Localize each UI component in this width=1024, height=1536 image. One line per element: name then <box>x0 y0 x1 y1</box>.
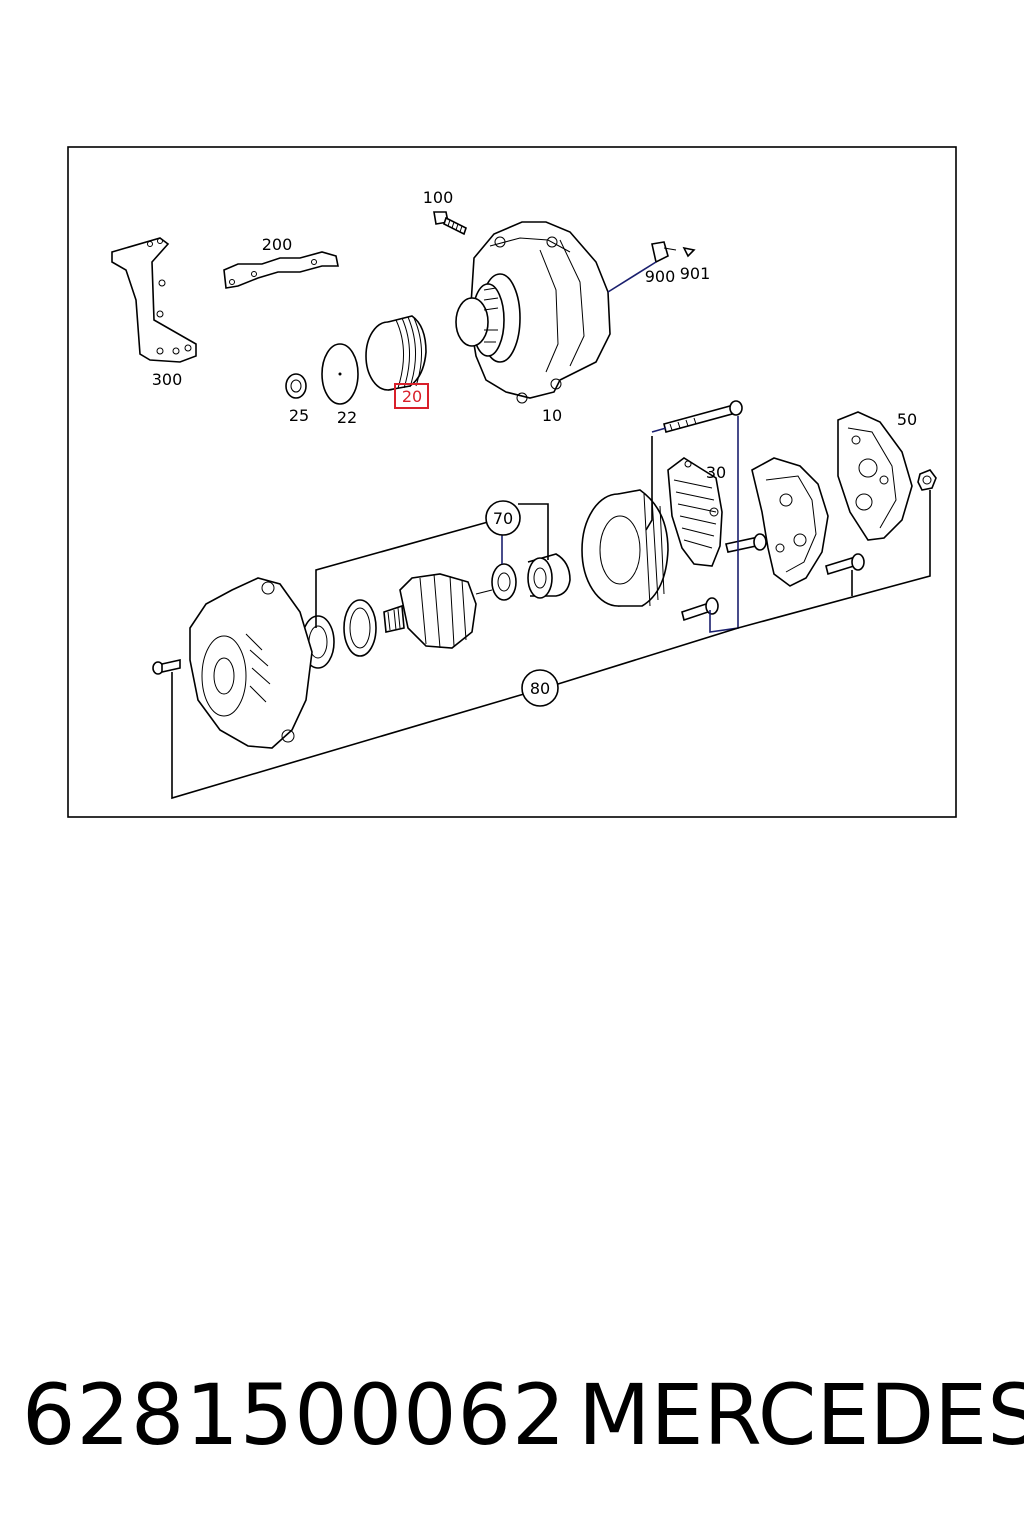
through-bolt[interactable] <box>663 400 743 433</box>
callout-22: 22 <box>337 408 357 427</box>
part-200-strap[interactable] <box>223 251 339 289</box>
part-900-connector[interactable] <box>651 241 677 264</box>
stator-screw[interactable] <box>681 597 719 622</box>
gasket-ring[interactable] <box>343 599 377 657</box>
callout-80: 80 <box>530 679 550 698</box>
callout-200: 200 <box>262 235 293 254</box>
part-number: 6281500062 <box>22 1366 567 1464</box>
part-10-alternator[interactable] <box>455 221 611 404</box>
callout-70-circle <box>485 500 521 536</box>
small-bearing[interactable] <box>491 563 517 601</box>
callout-100: 100 <box>423 188 454 207</box>
callout-25: 25 <box>289 406 309 425</box>
footer: 6281500062 MERCEDES <box>0 1360 1024 1470</box>
callout-300: 300 <box>152 370 183 389</box>
brand-name: MERCEDES <box>578 1366 1024 1464</box>
part-20-pulley[interactable] <box>365 315 427 391</box>
stator[interactable] <box>581 489 669 607</box>
part-50-rear-cover[interactable] <box>837 411 913 541</box>
callout-70: 70 <box>493 509 513 528</box>
housing-screw[interactable] <box>152 659 181 675</box>
callout-900: 900 <box>645 267 676 286</box>
callout-50: 50 <box>897 410 917 429</box>
front-housing[interactable] <box>189 577 313 749</box>
rectifier-screw[interactable] <box>825 553 865 576</box>
exploded-parts-diagram: 100 200 300 900 901 25 22 20 10 50 30 70… <box>67 146 957 818</box>
callout-30: 30 <box>706 463 726 482</box>
callout-20[interactable]: 20 <box>402 387 422 406</box>
leader-lines <box>171 416 931 800</box>
slip-ring[interactable] <box>527 553 571 599</box>
part-300-bracket[interactable] <box>111 237 197 363</box>
part-22-cap[interactable] <box>321 343 359 405</box>
part-100-bolt[interactable] <box>433 211 467 236</box>
regulator-screw[interactable] <box>725 533 767 553</box>
callout-901: 901 <box>680 264 711 283</box>
part-25-nut[interactable] <box>285 373 307 399</box>
part-30-regulator[interactable] <box>667 457 723 567</box>
rotor[interactable] <box>383 573 493 649</box>
part-901-pin[interactable] <box>682 246 696 258</box>
callout-10: 10 <box>542 406 562 425</box>
leader-900 <box>607 261 657 293</box>
rectifier[interactable] <box>751 457 829 587</box>
diagram-frame <box>67 146 957 818</box>
callout-20-highlight-box <box>394 383 429 409</box>
callout-80-circle <box>521 669 559 707</box>
right-nut[interactable] <box>917 469 937 491</box>
